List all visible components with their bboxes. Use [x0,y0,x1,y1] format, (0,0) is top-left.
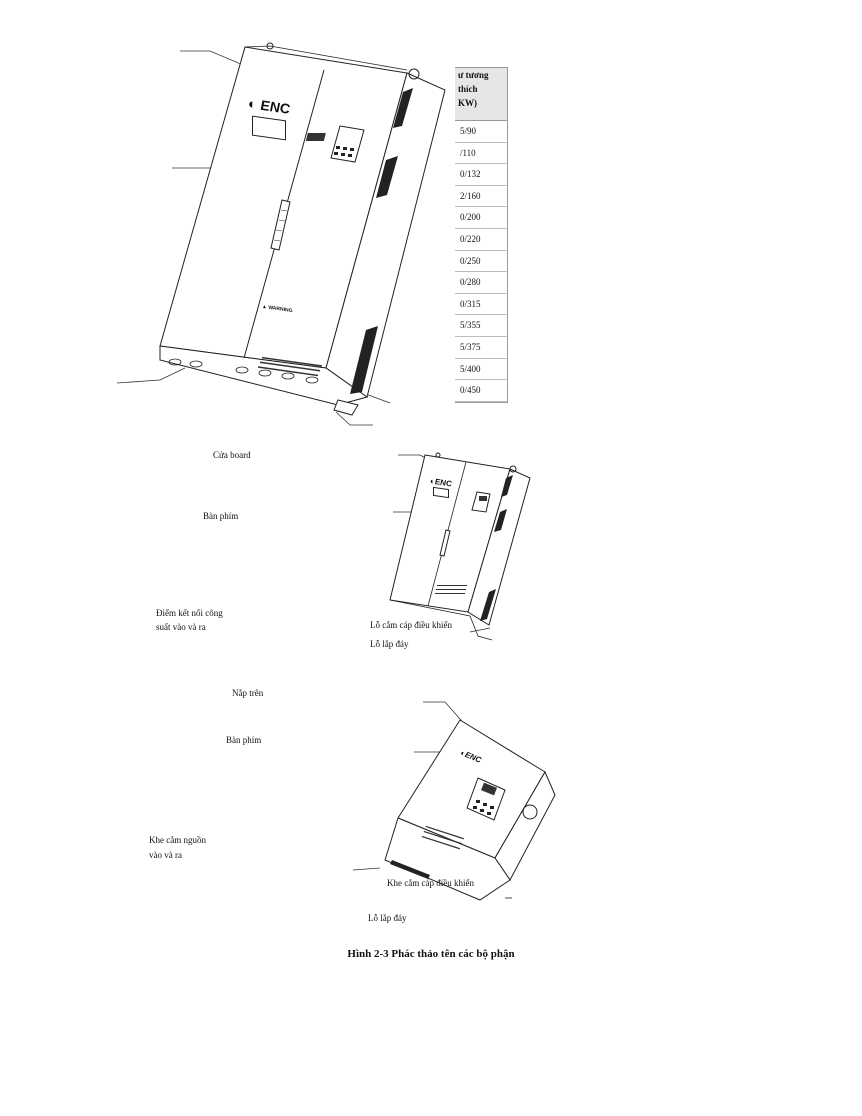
rating-table-fragment: ư tương thích KW) 5/90 /110 0/132 2/160 … [455,67,508,403]
figure-caption: Hình 2-3 Phác thảo tên các bộ phận [347,948,515,960]
label-power-slot-line1: Khe cắm nguồn [149,835,206,845]
label-door: Cửa board [213,450,251,460]
table-row: 0/450 [455,380,507,402]
table-row: 0/280 [455,272,507,294]
table-row: 2/160 [455,186,507,208]
table-row: 5/375 [455,337,507,359]
table-row: 0/315 [455,294,507,316]
table-row: 0/200 [455,207,507,229]
table-row: 5/355 [455,315,507,337]
table-row: 0/220 [455,229,507,251]
label-power-terminal-line1: Điểm kết nối công [156,608,223,618]
label-power-slot-line2: vào và ra [149,850,182,860]
table-row: /110 [455,143,507,165]
table-row: 0/250 [455,251,507,273]
label-control-cable-fig3: Khe cắm cáp điều khiển [387,878,474,888]
label-mount-fig2: Lỗ lắp đáy [370,639,409,649]
label-power-terminal-line2: suất vào và ra [156,622,206,632]
table-row: 5/90 [455,121,507,143]
table-header: ư tương thích KW) [455,67,507,121]
label-keypad-fig2: Bàn phím [203,511,239,521]
table-row: 5/400 [455,359,507,381]
label-keypad-fig3: Bàn phím [226,735,262,745]
label-top-cover: Nắp trên [232,688,264,698]
table-row: 0/132 [455,164,507,186]
label-mount-fig3: Lỗ lắp đáy [368,913,407,923]
label-control-cable-fig2: Lỗ cắm cáp điều khiển [370,620,452,630]
